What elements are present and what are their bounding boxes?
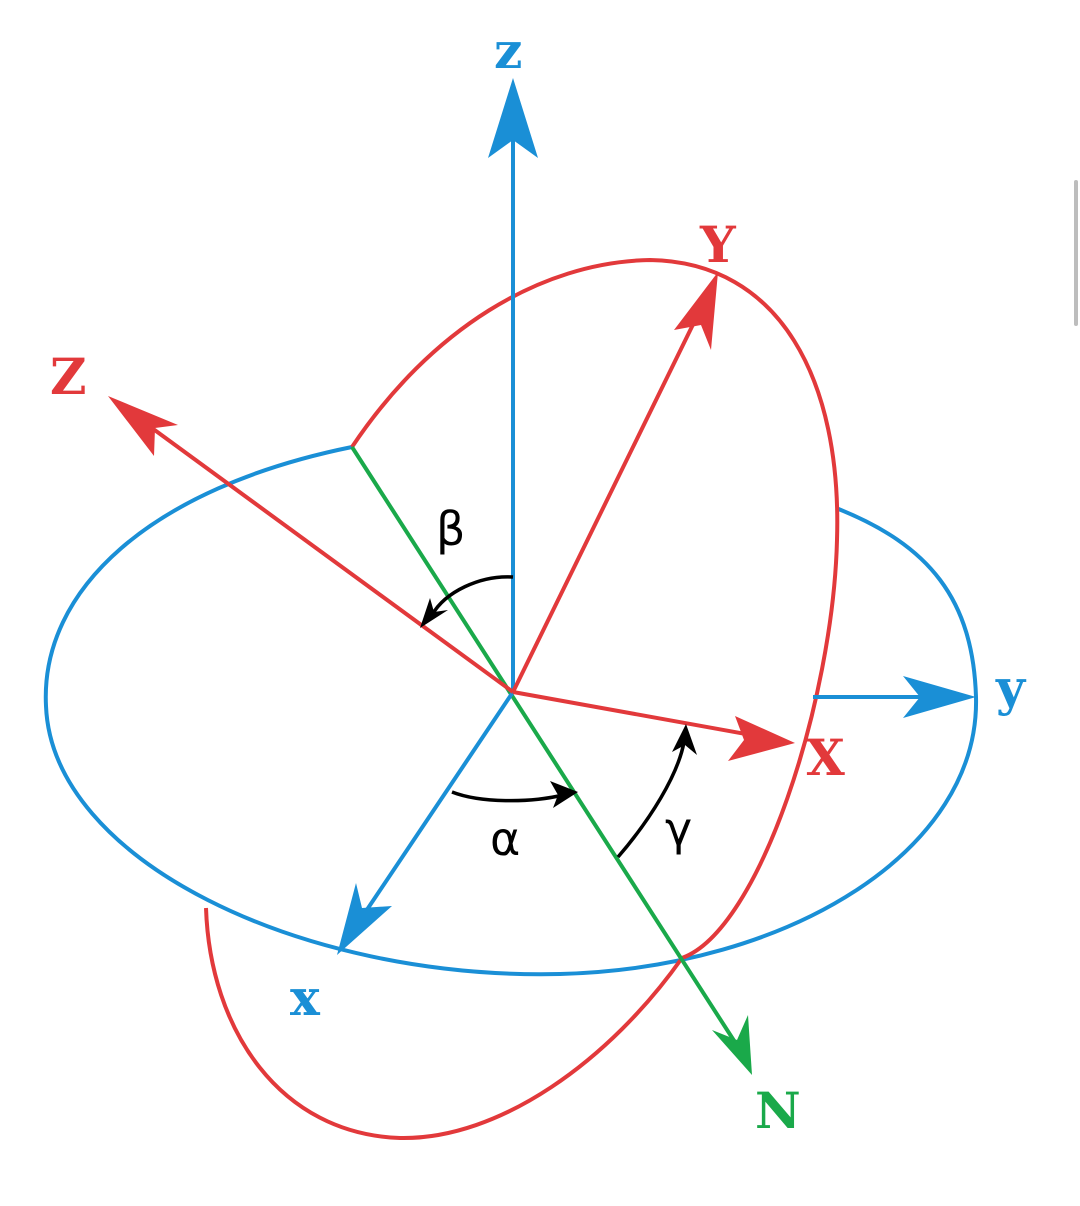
label-rotated-Y: Y bbox=[699, 215, 737, 274]
fixed-ellipse-front bbox=[43, 445, 979, 977]
rotated-plane-ellipse bbox=[204, 257, 840, 1141]
scrollbar-thumb[interactable] bbox=[1074, 180, 1078, 326]
rotated-Y-axis bbox=[511, 272, 718, 693]
label-gamma: γ bbox=[665, 802, 692, 856]
fixed-y-axis bbox=[813, 676, 976, 718]
gamma-arc bbox=[616, 724, 697, 859]
fixed-z-axis bbox=[488, 78, 538, 692]
label-rotated-Z: Z bbox=[50, 347, 87, 406]
alpha-arc bbox=[451, 781, 578, 808]
node-arrowhead bbox=[712, 1015, 752, 1075]
label-alpha: α bbox=[490, 812, 520, 866]
rotated-X-axis bbox=[512, 690, 795, 761]
node-line bbox=[350, 445, 752, 1075]
label-fixed-x: x bbox=[290, 968, 321, 1027]
rotated-Z-axis bbox=[108, 396, 515, 694]
fixed-plane-ellipse bbox=[43, 445, 979, 977]
label-fixed-z: z bbox=[494, 21, 522, 80]
fixed-x-axis bbox=[337, 690, 515, 955]
label-rotated-X: X bbox=[806, 728, 845, 787]
rotated-ellipse-upper bbox=[350, 257, 840, 960]
label-fixed-y: y bbox=[995, 658, 1027, 717]
label-node-N: N bbox=[755, 1081, 801, 1140]
beta-arc bbox=[420, 575, 514, 628]
label-beta: β bbox=[436, 502, 465, 556]
rotated-ellipse-lower bbox=[204, 907, 684, 1141]
